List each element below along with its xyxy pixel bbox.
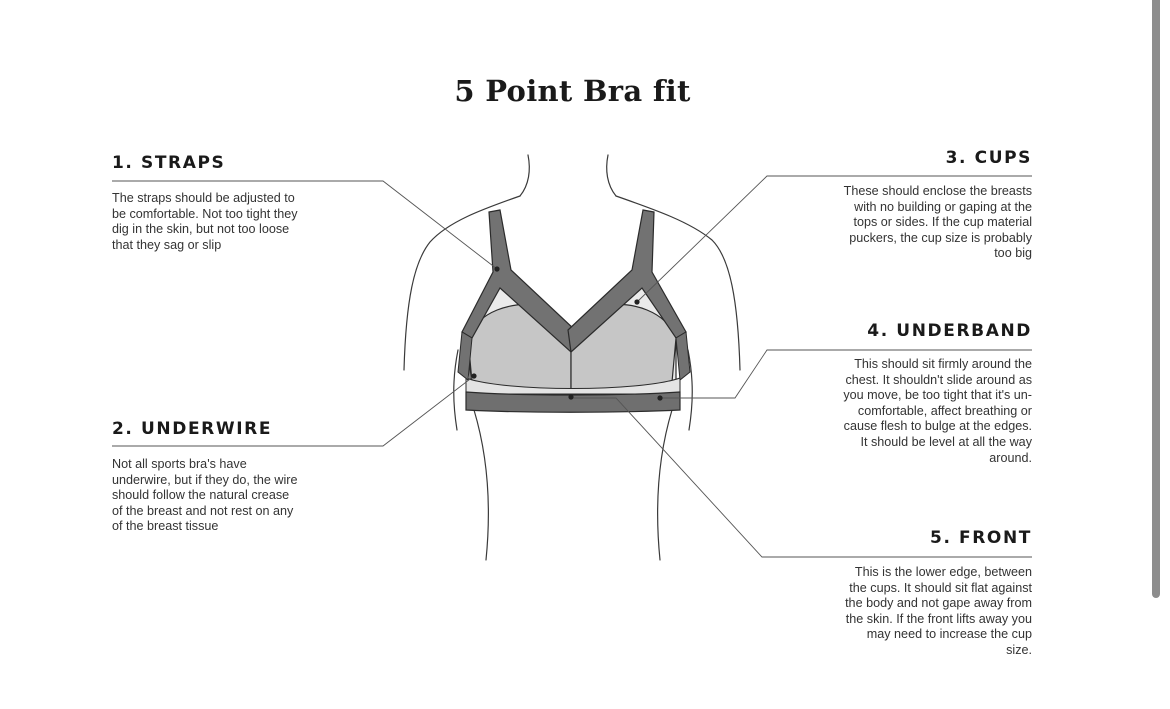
text-line: the cups. It should sit flat against (849, 580, 1032, 595)
marker-straps (494, 266, 500, 272)
text-line: be comfortable. Not too tight they (112, 206, 298, 221)
text-line: underwire, but if they do, the wire (112, 472, 298, 487)
text-line: This is the lower edge, between (854, 565, 1032, 579)
text-line: should follow the natural crease (112, 488, 290, 503)
text-line: with no building or gaping at the (854, 199, 1032, 214)
heading-underband: 4. UNDERBAND (867, 321, 1032, 341)
text-line: The straps should be adjusted to (112, 191, 295, 205)
body-outline-arm-right (687, 349, 693, 431)
text-line: you move, be too tight that it's un- (843, 388, 1032, 403)
text-line: too big (994, 246, 1032, 261)
text-line: cause flesh to bulge at the edges. (843, 419, 1032, 434)
text-line: around. (989, 450, 1032, 465)
text-line: of the breast and not rest on any (112, 503, 294, 518)
text-line: that they sag or slip (112, 237, 222, 252)
marker-underband (657, 395, 663, 401)
text-line: puckers, the cup size is probably (849, 230, 1032, 245)
side-panel-right (675, 331, 691, 381)
heading-straps: 1. STRAPS (112, 153, 226, 173)
bra-shape (457, 209, 691, 413)
strap-right (567, 209, 687, 354)
underband (465, 391, 681, 413)
text-straps: The straps should be adjusted to be comf… (112, 191, 382, 253)
heading-cups: 3. CUPS (945, 148, 1032, 168)
text-line: These should enclose the breasts (843, 184, 1032, 198)
text-line: size. (1006, 642, 1032, 657)
text-line: comfortable, affect breathing or (857, 403, 1032, 418)
leader-cups (636, 175, 1032, 303)
text-line: dig in the skin, but not too loose (112, 222, 290, 237)
marker-underwire (471, 373, 477, 379)
body-outline-shoulder-left (403, 195, 521, 371)
leader-front (571, 397, 1032, 558)
text-line: may need to increase the cup (866, 627, 1032, 642)
leader-straps (112, 180, 498, 270)
leader-underwire (112, 375, 475, 447)
body-outline-neck-left (519, 154, 530, 197)
text-line: This should sit firmly around the (854, 357, 1032, 371)
body-outline-neck-right (606, 154, 617, 197)
text-line: the skin. If the front lifts away you (845, 611, 1032, 626)
strap-left (461, 209, 576, 354)
text-cups: These should enclose the breasts with no… (762, 184, 1032, 262)
page-title: 5 Point Bra fit (454, 74, 691, 108)
vertical-scrollbar[interactable] (1152, 0, 1160, 598)
marker-front (568, 394, 574, 400)
text-line: Not all sports bra's have (112, 457, 247, 471)
text-underband: This should sit firmly around the chest.… (762, 357, 1032, 466)
text-underwire: Not all sports bra's have underwire, but… (112, 457, 382, 535)
marker-cups (634, 299, 640, 305)
heading-underwire: 2. UNDERWIRE (112, 419, 273, 439)
text-line: of the breast tissue (112, 519, 219, 534)
leader-underband (660, 349, 1032, 399)
text-line: It should be level at all the way (860, 434, 1032, 449)
text-front: This is the lower edge, between the cups… (762, 565, 1032, 659)
text-line: chest. It shouldn't slide around as (845, 372, 1032, 387)
body-outline-torso-right (657, 409, 673, 561)
body-outline-torso-left (473, 409, 489, 561)
text-line: tops or sides. If the cup material (853, 215, 1033, 230)
heading-front: 5. FRONT (930, 528, 1032, 548)
text-line: the body and not gape away from (845, 596, 1032, 611)
side-panel-left (457, 331, 473, 381)
body-outline-shoulder-right (615, 195, 741, 371)
